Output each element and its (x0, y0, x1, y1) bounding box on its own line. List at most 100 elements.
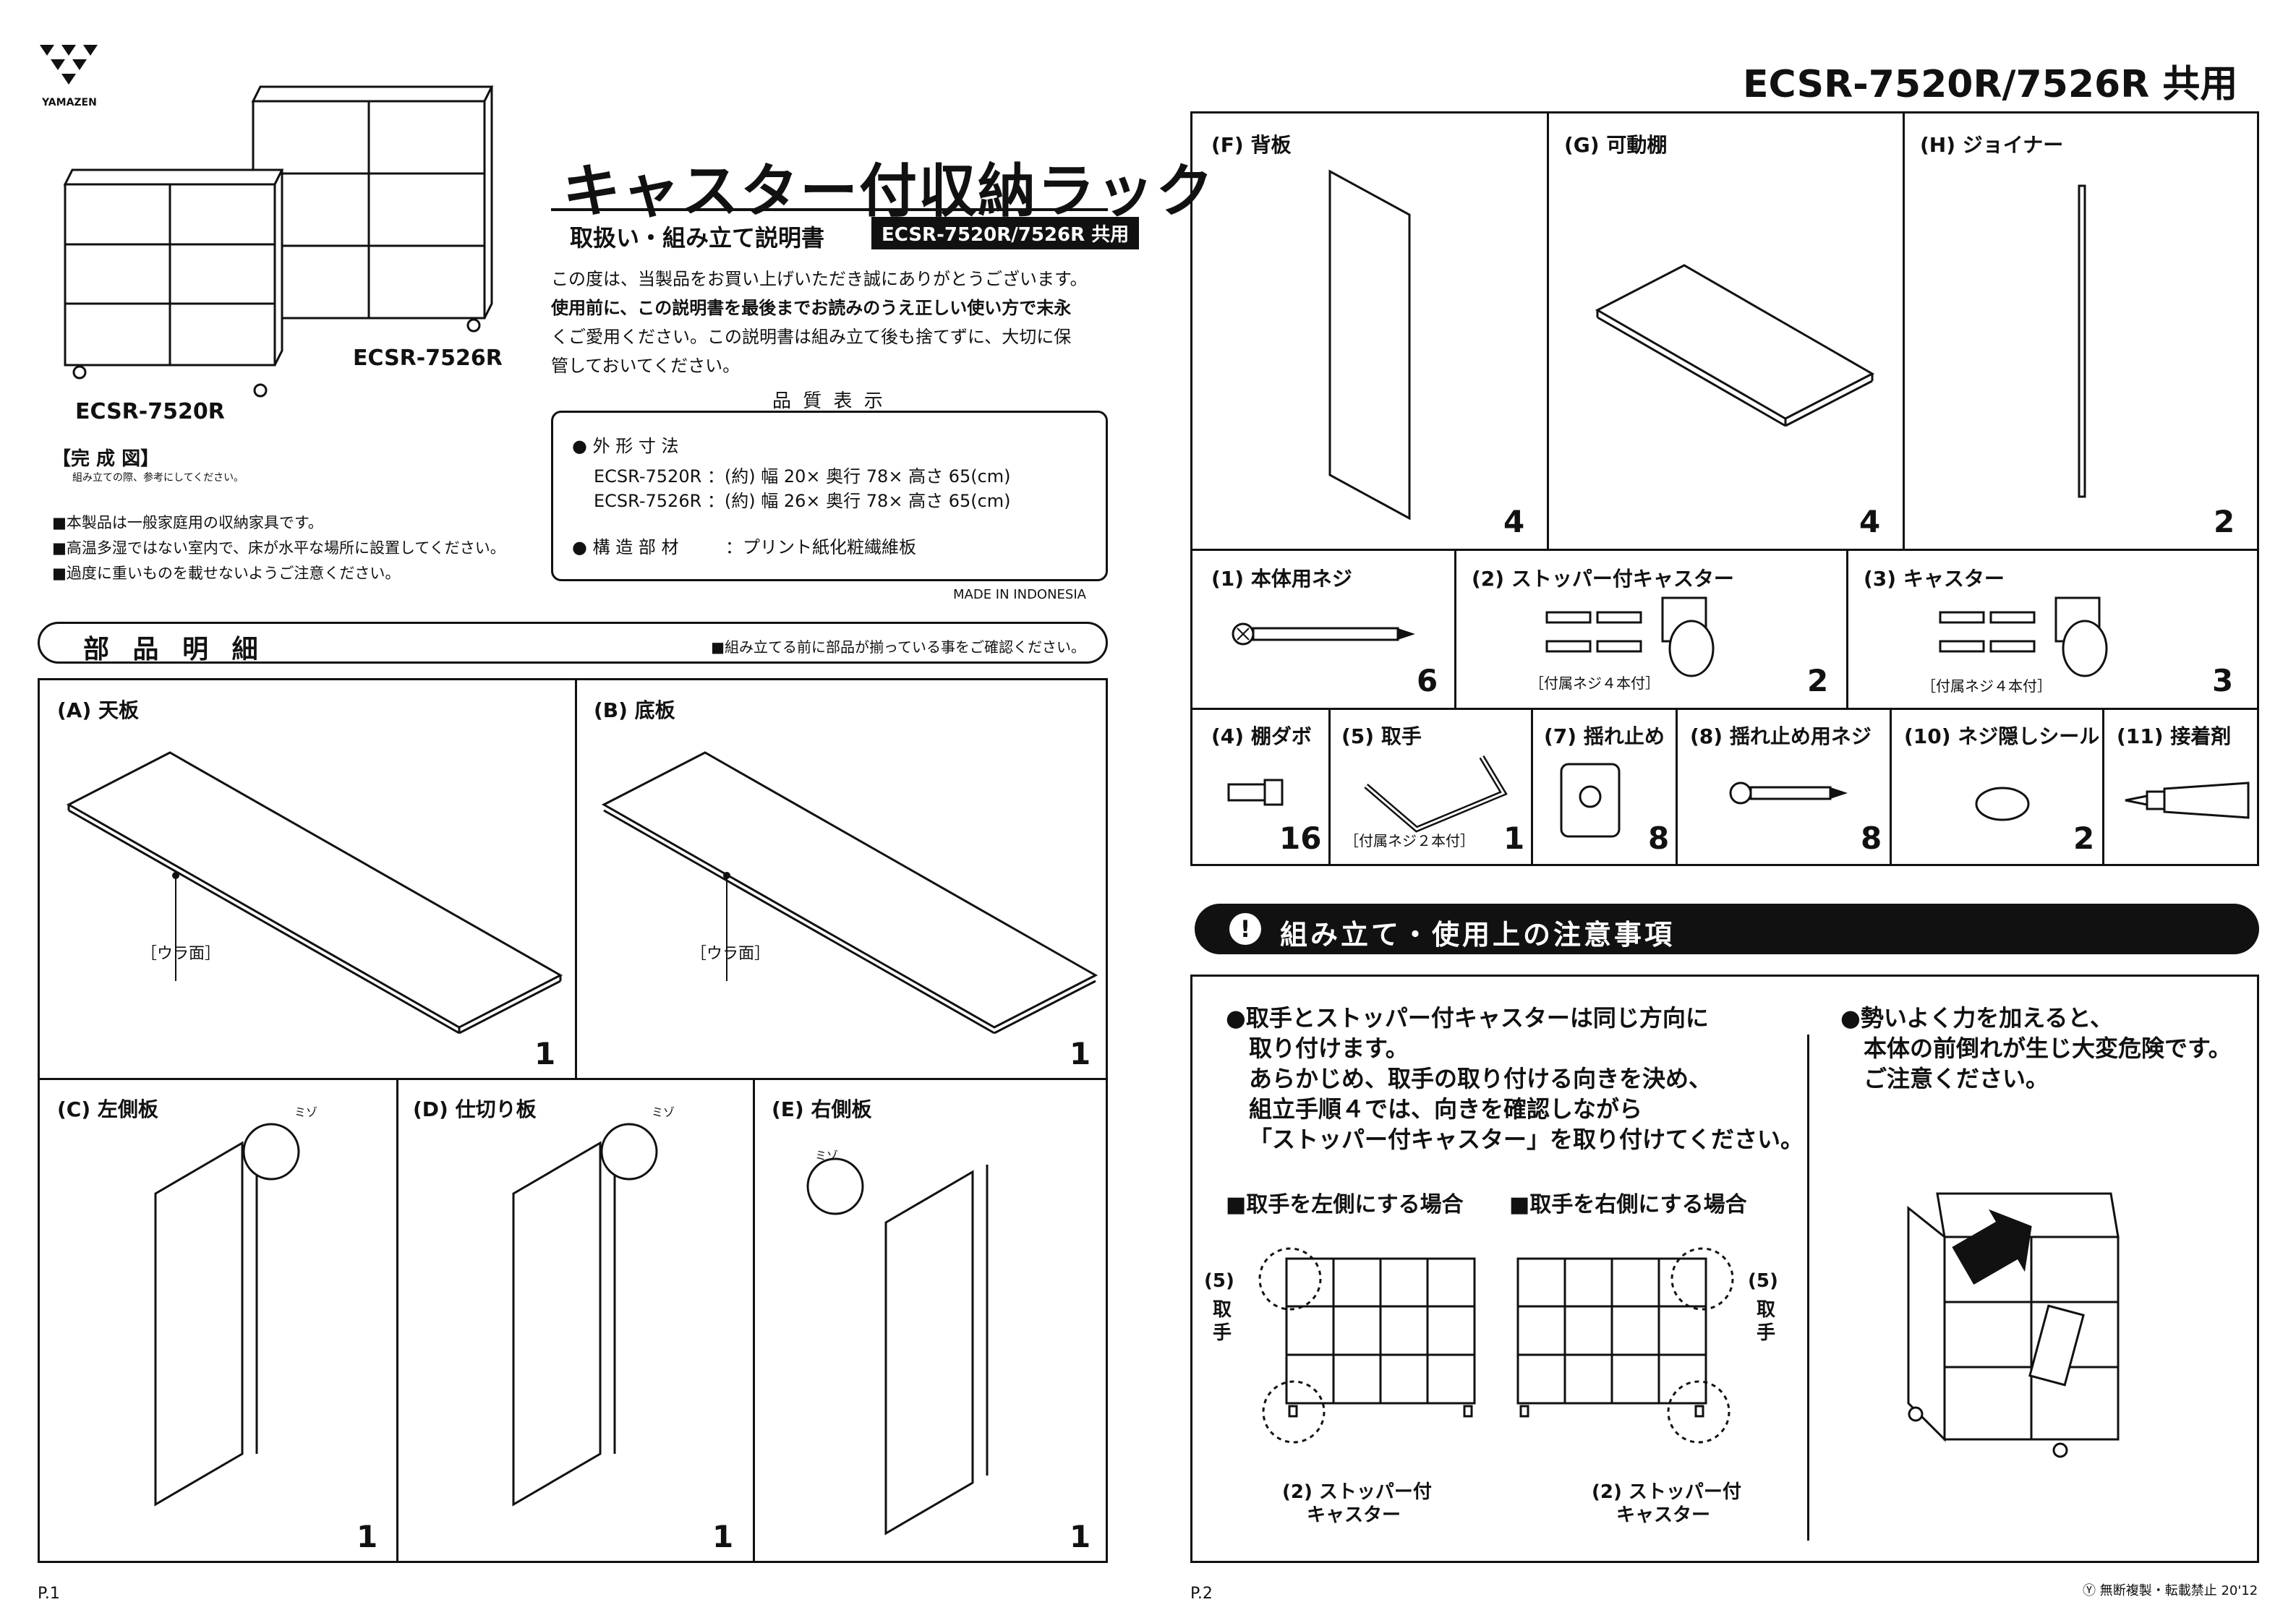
quality-title: 品 質 表 示 (772, 390, 886, 412)
caution-left-text: ●取手とストッパー付キャスターは同じ方向に 取り付けます。 あらかじめ、取手の取… (1226, 1003, 1804, 1155)
dimension-row: ECSR-7526R ：(約) 幅 26× 奥行 78× 高さ 65(cm) (594, 491, 1011, 511)
case-right-title: ■取手を右側にする場合 (1509, 1192, 1747, 1217)
part-b-label: (B) 底板 (594, 698, 675, 722)
handle-word-right: 取 (1757, 1299, 1776, 1321)
page-number-1: P.1 (38, 1585, 60, 1603)
model-badge: ECSR-7520R/7526R 共用 (871, 217, 1140, 249)
part-d-label: (D) 仕切り板 (413, 1097, 537, 1121)
part-7-label: (7) 揺れ止め (1544, 724, 1665, 748)
handle-word2-right: 手 (1757, 1322, 1776, 1344)
handle-label-left: (5) (1204, 1270, 1234, 1292)
material-label: ● 構 造 部 材 (572, 537, 679, 557)
caution-title: 組み立て・使用上の注意事項 (1280, 919, 1676, 951)
quality-box: ● 外 形 寸 法 ECSR-7520R ：(約) 幅 20× 奥行 78× 高… (551, 411, 1108, 581)
handle-word2-left: 手 (1213, 1322, 1232, 1344)
intro-line: くご愛用ください。この説明書は組み立て後も捨てずに、大切に保 (551, 327, 1072, 347)
part-5-note: ［付属ネジ２本付］ (1344, 832, 1475, 849)
part-8-qty: 8 (1861, 821, 1882, 856)
part-a-back: ［ウラ面］ (141, 945, 221, 963)
part-3-label: (3) キャスター (1864, 567, 2005, 591)
movable-shelf-drawing (1595, 264, 1875, 427)
joiner-drawing (2078, 184, 2086, 498)
caution-line: ご注意ください。 (1864, 1065, 2049, 1092)
part-c-qty: 1 (357, 1519, 378, 1554)
parts-title: 部 品 明 細 (83, 635, 265, 664)
page-number-2: P.2 (1190, 1585, 1213, 1603)
intro-line: 管しておいてください。 (551, 356, 741, 376)
handle-label-right: (5) (1748, 1270, 1778, 1292)
caution-right-text: ●勢いよく力を加えると、 本体の前倒れが生じ大変危険です。 ご注意ください。 (1840, 1003, 2232, 1094)
case-left-title: ■取手を左側にする場合 (1226, 1192, 1464, 1217)
caster-label-left: (2) ストッパー付 (1282, 1481, 1432, 1503)
part-c-label: (C) 左側板 (57, 1097, 158, 1121)
caster-label2-right: キャスター (1616, 1504, 1711, 1526)
part-d-qty: 1 (712, 1519, 734, 1554)
part-10-label: (10) ネジ隠しシール (1904, 724, 2100, 748)
part-h-label: (H) ジョイナー (1920, 133, 2064, 157)
caution-line: ●勢いよく力を加えると、 (1840, 1004, 2114, 1032)
tipping-warning-illustration (1907, 1192, 2120, 1458)
part-2-label: (2) ストッパー付キャスター (1472, 567, 1734, 591)
part-3-qty: 3 (2212, 663, 2234, 698)
parts-header: 部 品 明 細 ■組み立てる前に部品が揃っている事をご確認ください。 (38, 622, 1108, 664)
adhesive-tube-icon (2125, 781, 2250, 819)
body-screw-icon (1232, 622, 1415, 646)
part-4-qty: 16 (1279, 821, 1322, 856)
part-f-qty: 4 (1503, 504, 1525, 539)
completion-note: 組み立ての際、参考にしてください。 (72, 472, 244, 484)
product-title: キャスター付収納ラック (563, 158, 1215, 225)
notice-item: ■高温多湿ではない室内で、床が水平な場所に設置してください。 (52, 539, 505, 557)
caster-icon (1939, 596, 2108, 677)
caution-line: 組立手順４では、向きを確認しながら (1249, 1095, 1643, 1123)
dimension-row: ECSR-7520R ：(約) 幅 20× 奥行 78× 高さ 65(cm) (594, 466, 1011, 487)
stopper-caster-icon (1545, 596, 1715, 677)
usage-notices: ■本製品は一般家庭用の収納家具です。 ■高温多湿ではない室内で、床が水平な場所に… (52, 510, 505, 586)
part-d-groove: ミゾ (652, 1105, 675, 1119)
part-2-note: ［付属ネジ４本付］ (1529, 675, 1660, 692)
top-board-drawing (66, 751, 563, 1035)
anti-tip-bracket-icon (1560, 763, 1621, 838)
caution-line: 「ストッパー付キャスター」を取り付けてください。 (1249, 1126, 1804, 1153)
warning-icon: ! (1229, 913, 1261, 945)
material-value: ：プリント紙化粧繊維板 (725, 537, 916, 557)
yamazen-logo-icon (40, 45, 98, 85)
left-side-board-drawing (154, 1123, 300, 1507)
brand-logo: YAMAZEN (36, 38, 101, 110)
part-a-label: (A) 天板 (57, 698, 140, 722)
part-8-label: (8) 揺れ止め用ネジ (1690, 724, 1872, 748)
intro-line: 使用前に、この説明書を最後までお読みのうえ正しい使い方で末永 (551, 298, 1072, 318)
caution-line: あらかじめ、取手の取り付ける向きを決め、 (1249, 1065, 1712, 1092)
caution-header: ! 組み立て・使用上の注意事項 (1195, 904, 2259, 954)
caster-label-right: (2) ストッパー付 (1592, 1481, 1741, 1503)
caution-box: ●取手とストッパー付キャスターは同じ方向に 取り付けます。 あらかじめ、取手の取… (1190, 975, 2259, 1563)
part-f-label: (F) 背板 (1211, 133, 1292, 157)
part-h-qty: 2 (2214, 504, 2235, 539)
part-7-qty: 8 (1648, 821, 1670, 856)
part-e-groove: ミゾ (815, 1149, 839, 1162)
part-4-label: (4) 棚ダボ (1211, 724, 1312, 748)
back-panel-drawing (1328, 169, 1411, 521)
intro-line: この度は、当製品をお買い上げいただき誠にありがとうございます。 (551, 269, 1088, 289)
page2-header: ECSR-7520R/7526R 共用 (1743, 63, 2238, 106)
handle-left-diagram (1258, 1247, 1476, 1444)
completion-title: 【完 成 図】 (52, 448, 160, 470)
part-a-qty: 1 (534, 1036, 556, 1071)
caster-label2-left: キャスター (1307, 1504, 1401, 1526)
caution-line: 取り付けます。 (1249, 1035, 1409, 1062)
part-2-qty: 2 (1807, 663, 1829, 698)
copyright: Ⓨ 無断複製・転載禁止 20'12 (2083, 1583, 2258, 1598)
caution-line: 本体の前倒れが生じ大変危険です。 (1864, 1035, 2232, 1062)
parts-frame-p2: (F) 背板 4 (G) 可動棚 4 (H) ジョイナー 2 (1) 本体用ネジ… (1190, 111, 2259, 866)
part-3-note: ［付属ネジ４本付］ (1921, 677, 2052, 695)
divider-board-drawing (512, 1123, 658, 1507)
parts-frame-p1: (A) 天板 ［ウラ面］ 1 (B) 底板 ［ウラ面］ 1 (C) 左側板 ミゾ… (38, 678, 1108, 1563)
notice-item: ■過度に重いものを載せないようご注意ください。 (52, 565, 401, 582)
model-label-7520: ECSR-7520R (75, 399, 225, 424)
part-b-qty: 1 (1070, 1036, 1091, 1071)
intro-text: この度は、当製品をお買い上げいただき誠にありがとうございます。 使用前に、この説… (551, 265, 1088, 380)
brand-name: YAMAZEN (42, 97, 97, 108)
caution-line: ●取手とストッパー付キャスターは同じ方向に (1226, 1004, 1709, 1032)
right-side-board-drawing (806, 1157, 989, 1536)
handle-right-diagram (1516, 1247, 1734, 1444)
parts-note: ■組み立てる前に部品が揃っている事をご確認ください。 (711, 638, 1085, 656)
